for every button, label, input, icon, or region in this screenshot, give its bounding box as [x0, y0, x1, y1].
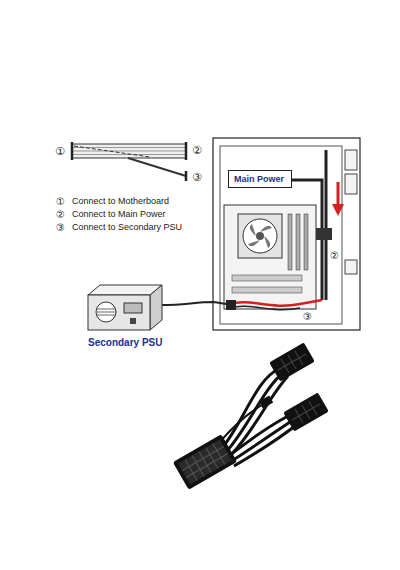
node-text: Secondary PSU: [88, 337, 164, 348]
cable-schematic-part: [185, 171, 188, 181]
callout-number: ③: [302, 311, 313, 322]
main-power-cable-part: [325, 150, 328, 300]
psu-illustration: [88, 285, 162, 330]
psu-illustration-part: [88, 285, 162, 295]
adapter-cable-photo-part: [234, 422, 300, 466]
pc-case-part: [345, 260, 357, 274]
psu-illustration-part: [96, 302, 116, 322]
adapter-cable-photo-part-part: [173, 434, 237, 490]
main-power-cable-part: [316, 228, 332, 240]
cable-schematic-part: [72, 151, 186, 152]
adapter-cable-photo-part: [218, 405, 262, 444]
main-power-cable-part: [332, 204, 344, 216]
callout-number: ①: [55, 145, 65, 157]
adapter-cable-in-case-part: [226, 300, 236, 310]
list-number: ①: [56, 196, 65, 207]
adapter-cable-in-case: [226, 300, 322, 310]
psu-illustration-part: [150, 285, 162, 330]
psu-illustration-part: [130, 318, 136, 324]
motherboard-part: [224, 205, 316, 309]
psu-illustration-part: [97, 309, 115, 310]
psu-caption: Secondary PSU: [86, 336, 166, 349]
cable-schematic-part: [74, 146, 150, 157]
psu-illustration-part: [96, 312, 116, 313]
adapter-cable-photo-part: [283, 392, 329, 431]
adapter-cable-in-case-part: [230, 306, 300, 309]
list-text: Connect to Main Power: [72, 210, 166, 220]
list-number: ②: [56, 209, 65, 220]
motherboard-part: [243, 219, 277, 253]
motherboard: [224, 205, 316, 309]
pc-case-part: [345, 150, 357, 170]
list-text: Connect to Motherboard: [72, 197, 169, 207]
callout-number: ②: [192, 144, 202, 156]
motherboard-part: [232, 275, 302, 281]
adapter-cable-photo-part: [259, 396, 273, 409]
adapter-cable-photo-part-part: [269, 342, 315, 381]
motherboard-part: [232, 287, 302, 293]
cable-schematic-part: [128, 158, 186, 176]
pc-case-part: [345, 174, 357, 194]
cable-schematic-part: [71, 142, 74, 160]
label-box: Main Power: [228, 170, 292, 188]
adapter-cable-photo-part: [173, 434, 237, 490]
callout-number: ②: [329, 250, 340, 261]
pc-case-part: [213, 138, 360, 330]
motherboard-part: [296, 214, 300, 270]
motherboard-part: [238, 214, 282, 258]
pc-case-part: [220, 146, 342, 324]
adapter-cable-photo-part-part: [178, 440, 232, 485]
adapter-cable-photo-part: [269, 342, 315, 381]
adapter-cable-photo-part-part: [274, 347, 310, 377]
cable-schematic: [72, 142, 186, 181]
motherboard-part: [256, 232, 264, 240]
adapter-cable-in-case-part: [230, 300, 322, 306]
main-power-cable: [288, 150, 344, 300]
psu-illustration-part: [124, 303, 142, 313]
motherboard-part: [288, 214, 292, 270]
motherboard-part: [248, 224, 272, 248]
psu-wire-part: [162, 302, 226, 305]
list-text: Connect to Secondary PSU: [72, 223, 182, 233]
cable-schematic-part: [185, 142, 188, 160]
psu-wire: [162, 302, 226, 305]
adapter-cable-photo: [173, 342, 329, 489]
main-power-cable-part: [337, 182, 340, 206]
adapter-cable-photo-part-part: [283, 392, 329, 431]
adapter-cable-photo-part-part: [288, 397, 324, 427]
adapter-cable-photo-part-part: [259, 396, 273, 409]
psu-illustration-part: [97, 315, 115, 316]
pc-case: [213, 138, 360, 330]
adapter-cable-photo-part-part: [178, 440, 232, 485]
cable-schematic-part: [72, 144, 186, 158]
psu-illustration-part: [88, 295, 150, 330]
list-number: ③: [56, 222, 65, 233]
motherboard-part: [304, 214, 308, 270]
node-text: Main Power: [234, 174, 286, 184]
adapter-cable-photo-part: [230, 418, 296, 462]
callout-number: ③: [192, 171, 202, 183]
